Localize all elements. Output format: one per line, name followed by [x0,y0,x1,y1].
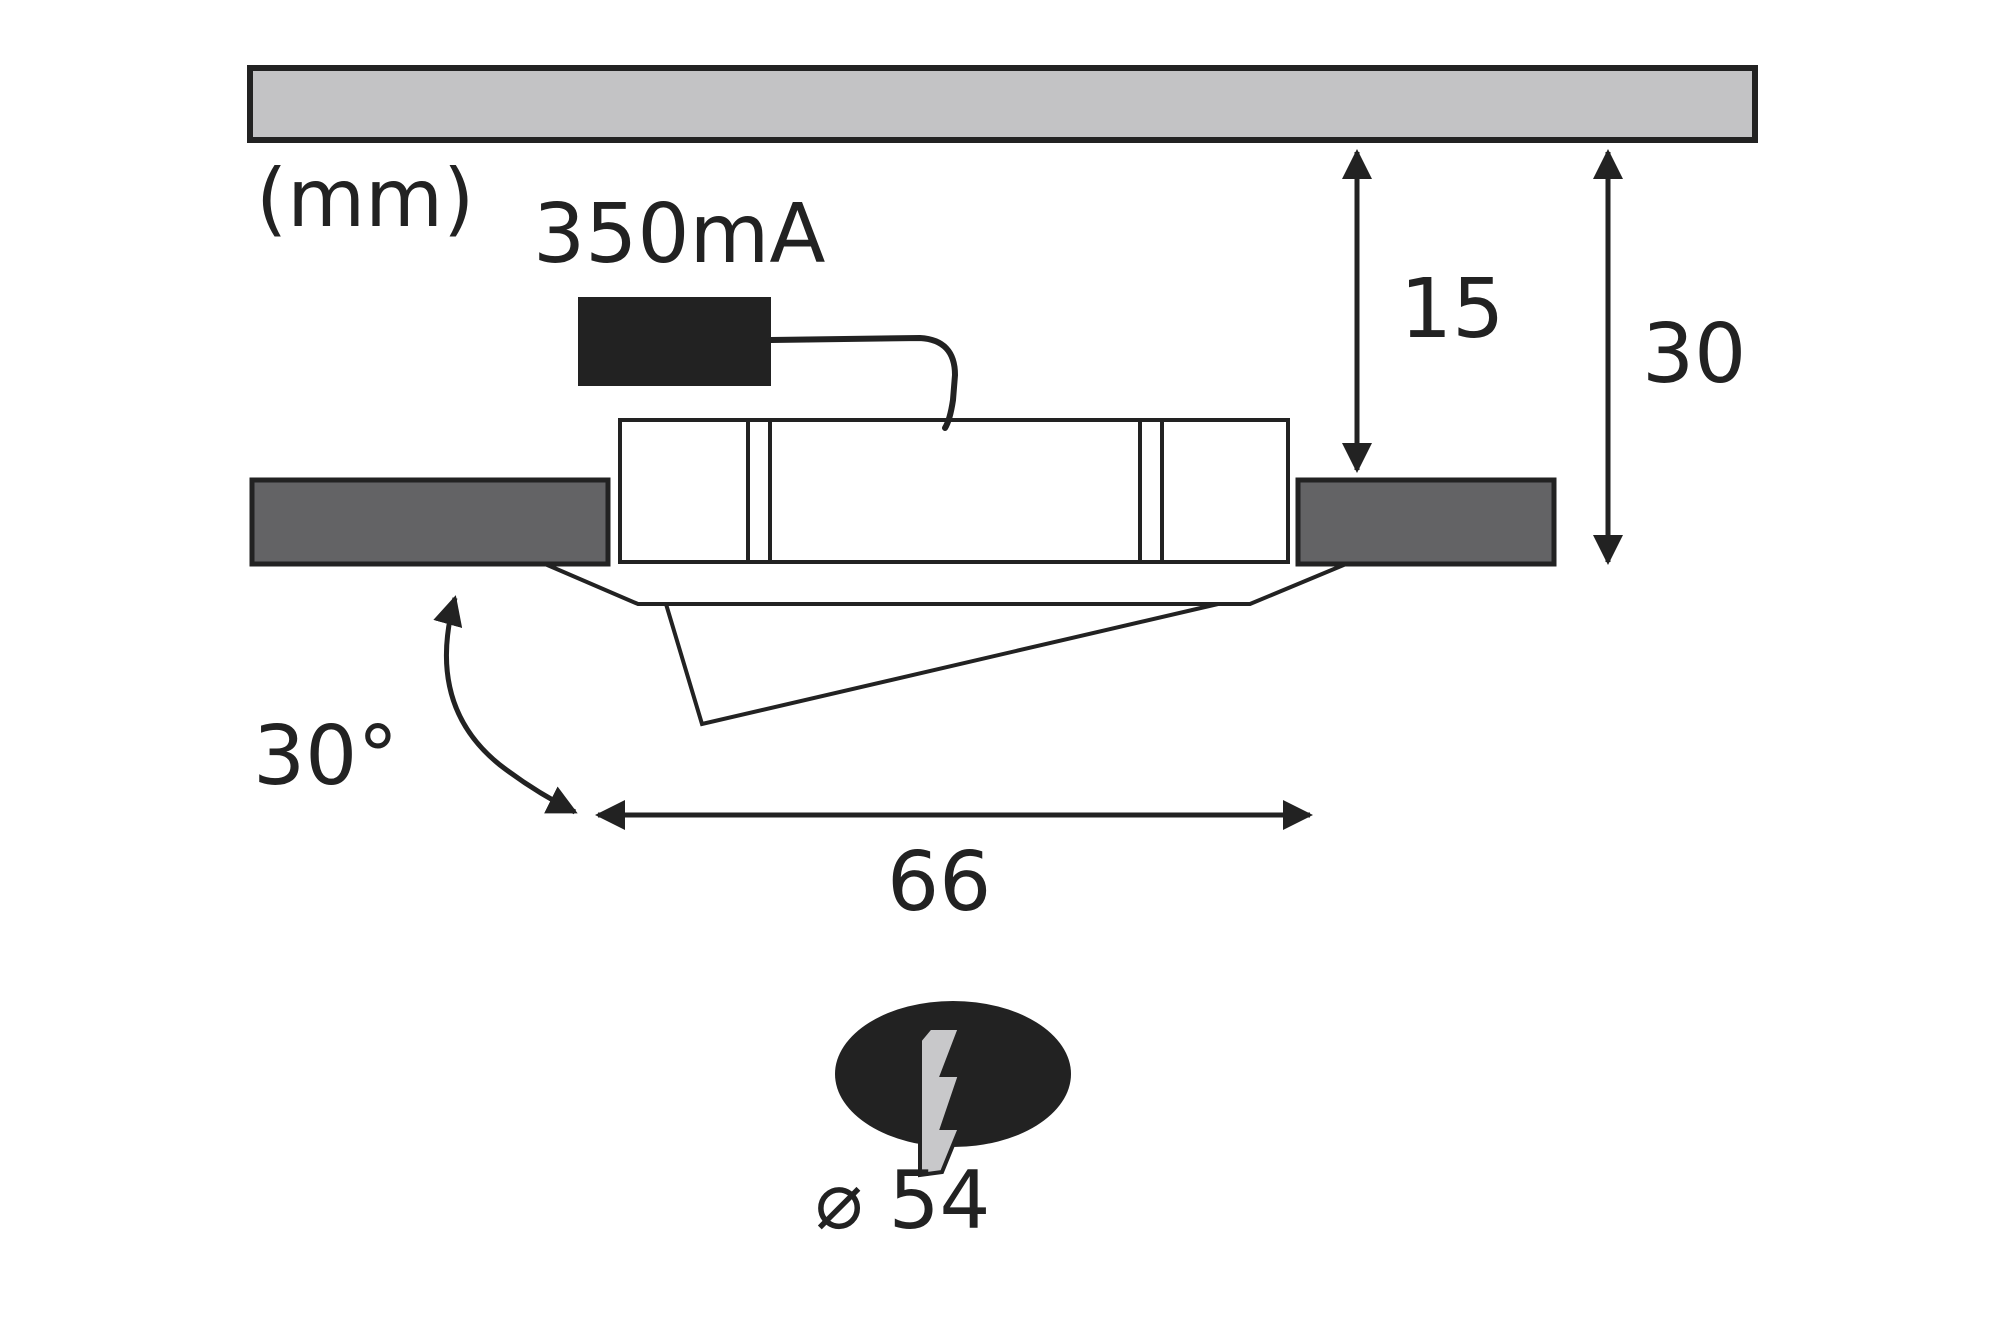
driver-box [578,297,771,386]
cutout-diameter-label: ⌀ 54 [815,1154,990,1247]
cutout-symbol [835,1001,1071,1178]
lightning-icon [918,1026,963,1178]
tilted-lamp [664,602,1219,727]
current-label: 350mA [533,187,826,282]
tilt-angle-arrow [433,595,578,815]
depth-total-label: 30 [1642,307,1746,402]
tilt-angle-label: 30° [253,709,398,804]
depth-fixture-label: 15 [1400,262,1504,357]
ceiling-slab [247,65,1758,143]
driver-cable [768,334,959,431]
fixture-housing [618,418,1290,564]
ceiling-panel-left [249,477,611,567]
unit-label: (mm) [256,152,474,245]
width-label: 66 [887,835,991,930]
ceiling-panel-right [1295,477,1557,567]
bezel-trim [544,562,1347,606]
